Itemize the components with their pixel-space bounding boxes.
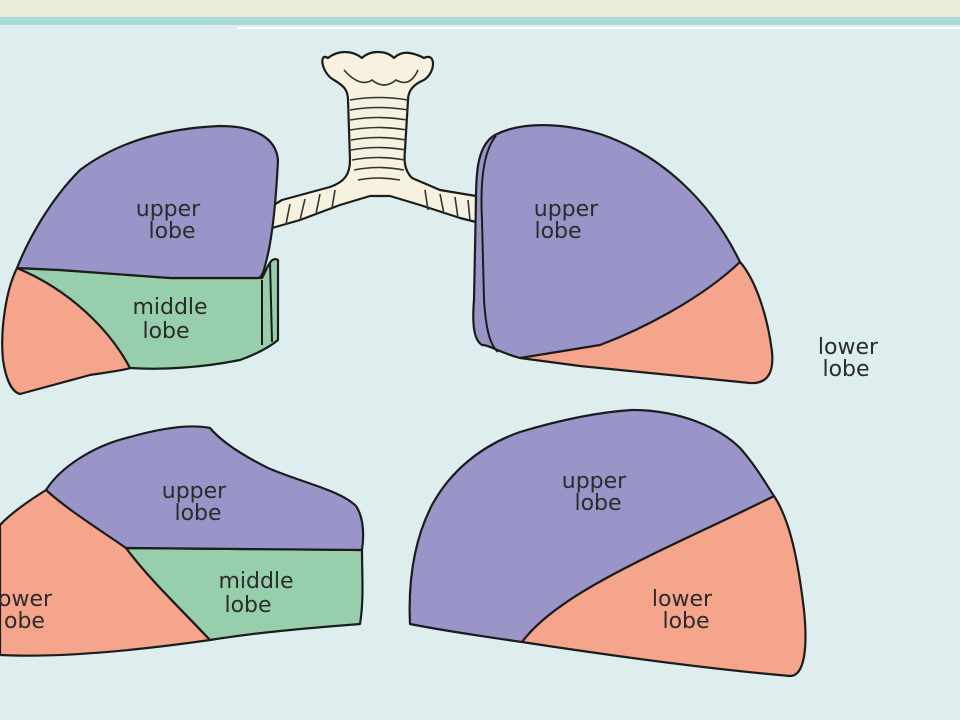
side-left-upper-lobe	[408, 408, 776, 644]
trachea	[270, 50, 478, 230]
label-side-left-lower: lobe	[662, 609, 709, 634]
label-front-right-middle: lobe	[142, 319, 189, 344]
front-left-upper-lobe	[472, 124, 742, 360]
slide-header-bar	[0, 17, 960, 25]
side-right-upper-lobe	[44, 425, 365, 552]
label-front-left-upper: upper	[534, 197, 599, 222]
label-front-right-upper: lobe	[148, 219, 195, 244]
label-side-right-middle: middle	[218, 569, 293, 594]
label-side-left-upper: lobe	[574, 491, 621, 516]
label-side-right-upper: lobe	[174, 501, 221, 526]
label-front-left-lower: lobe	[822, 357, 869, 382]
label-front-left-upper: lobe	[534, 219, 581, 244]
label-side-left-lower: lower	[652, 587, 713, 612]
front-left-lung	[472, 124, 774, 385]
label-side-right-upper: upper	[162, 479, 227, 504]
label-front-left-lower: lower	[818, 335, 879, 360]
lobe-labels: upper lobe middle lobe upper lobe lower …	[0, 197, 879, 634]
slide-header-band	[0, 0, 960, 17]
side-left-lung	[408, 408, 807, 678]
label-front-right-middle: middle	[132, 295, 207, 320]
front-right-upper-lobe	[15, 124, 280, 280]
label-side-left-upper: upper	[562, 469, 627, 494]
front-right-lung	[1, 124, 280, 396]
label-side-right-lower: ower	[0, 587, 53, 612]
side-right-middle-lobe	[124, 546, 364, 642]
label-side-right-middle: lobe	[224, 593, 271, 618]
label-side-right-lower: obe	[4, 609, 45, 634]
label-front-right-upper: upper	[136, 197, 201, 222]
side-right-lung	[0, 425, 365, 657]
slide-header-rule	[237, 27, 960, 29]
trachea-and-bronchi	[270, 50, 478, 230]
